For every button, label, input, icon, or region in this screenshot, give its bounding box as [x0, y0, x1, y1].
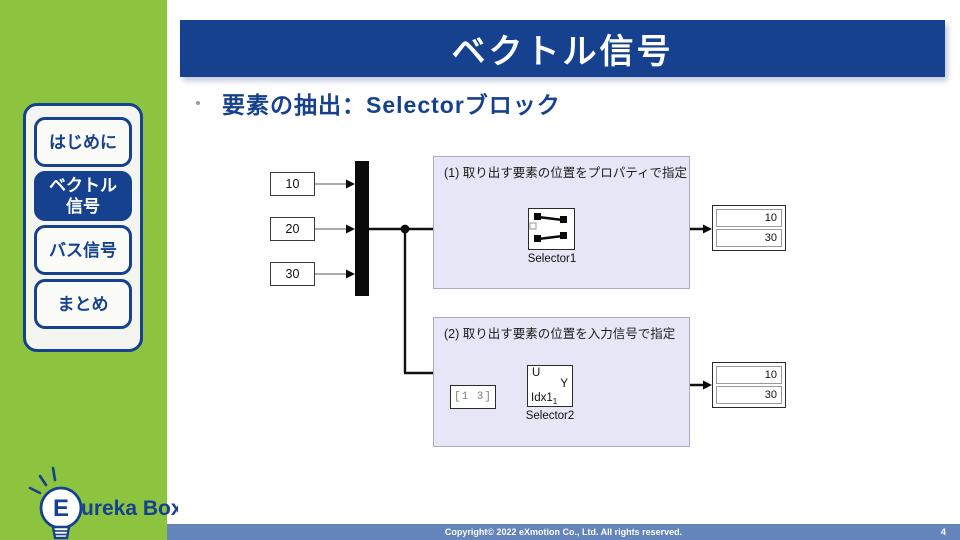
group-caption-1: (1) 取り出す要素の位置をプロパティで指定: [444, 166, 688, 180]
logo-initial: E: [53, 495, 69, 522]
selector2-block: U Idx11 Y: [527, 365, 573, 407]
constant-block-20: 20: [270, 217, 315, 241]
selector-icon: [529, 213, 567, 242]
display1-block: 10 30: [712, 205, 786, 251]
display1-row-1: 10: [716, 209, 782, 227]
section-subtitle: 要素の抽出：Selectorブロック: [222, 92, 561, 118]
constant-block-10: 10: [270, 172, 315, 196]
index-constant-block: [1 3]: [450, 385, 496, 409]
lightbulb-rays-icon: [28, 466, 57, 495]
display2-row-2: 30: [716, 386, 782, 404]
logo-text: ureka Box: [81, 497, 178, 520]
lightbulb-icon: [39, 486, 83, 540]
page-number: 4: [940, 526, 946, 538]
nav-item-vector-signal[interactable]: ベクトル 信号: [34, 171, 132, 221]
group-caption-2: (2) 取り出す要素の位置を入力信号で指定: [444, 327, 676, 341]
nav-item-hajimeni[interactable]: はじめに: [34, 117, 132, 167]
eureka-box-logo: E ureka Box: [28, 466, 178, 540]
nav-item-matome[interactable]: まとめ: [34, 279, 132, 329]
footer-bar: Copyright© 2022 eXmotion Co., Ltd. All r…: [167, 524, 960, 540]
port-idx: Idx11: [531, 392, 558, 406]
selector1-block: [528, 208, 575, 250]
nav-panel: はじめに ベクトル 信号 バス信号 まとめ: [23, 103, 143, 352]
display1-row-2: 30: [716, 229, 782, 247]
sidebar: はじめに ベクトル 信号 バス信号 まとめ E ureka Box: [0, 0, 178, 540]
port-y: Y: [560, 378, 568, 390]
copyright-text: Copyright© 2022 eXmotion Co., Ltd. All r…: [444, 527, 683, 537]
mux-block: [355, 161, 369, 296]
constant-block-30: 30: [270, 262, 315, 286]
display2-row-1: 10: [716, 366, 782, 384]
selector2-label: Selector2: [525, 410, 575, 422]
port-u: U: [532, 367, 541, 379]
page-title: ベクトル信号: [180, 20, 945, 77]
bullet-dot: [196, 101, 200, 105]
selector1-label: Selector1: [527, 253, 577, 265]
nav-item-bus-signal[interactable]: バス信号: [34, 225, 132, 275]
display2-block: 10 30: [712, 362, 786, 408]
